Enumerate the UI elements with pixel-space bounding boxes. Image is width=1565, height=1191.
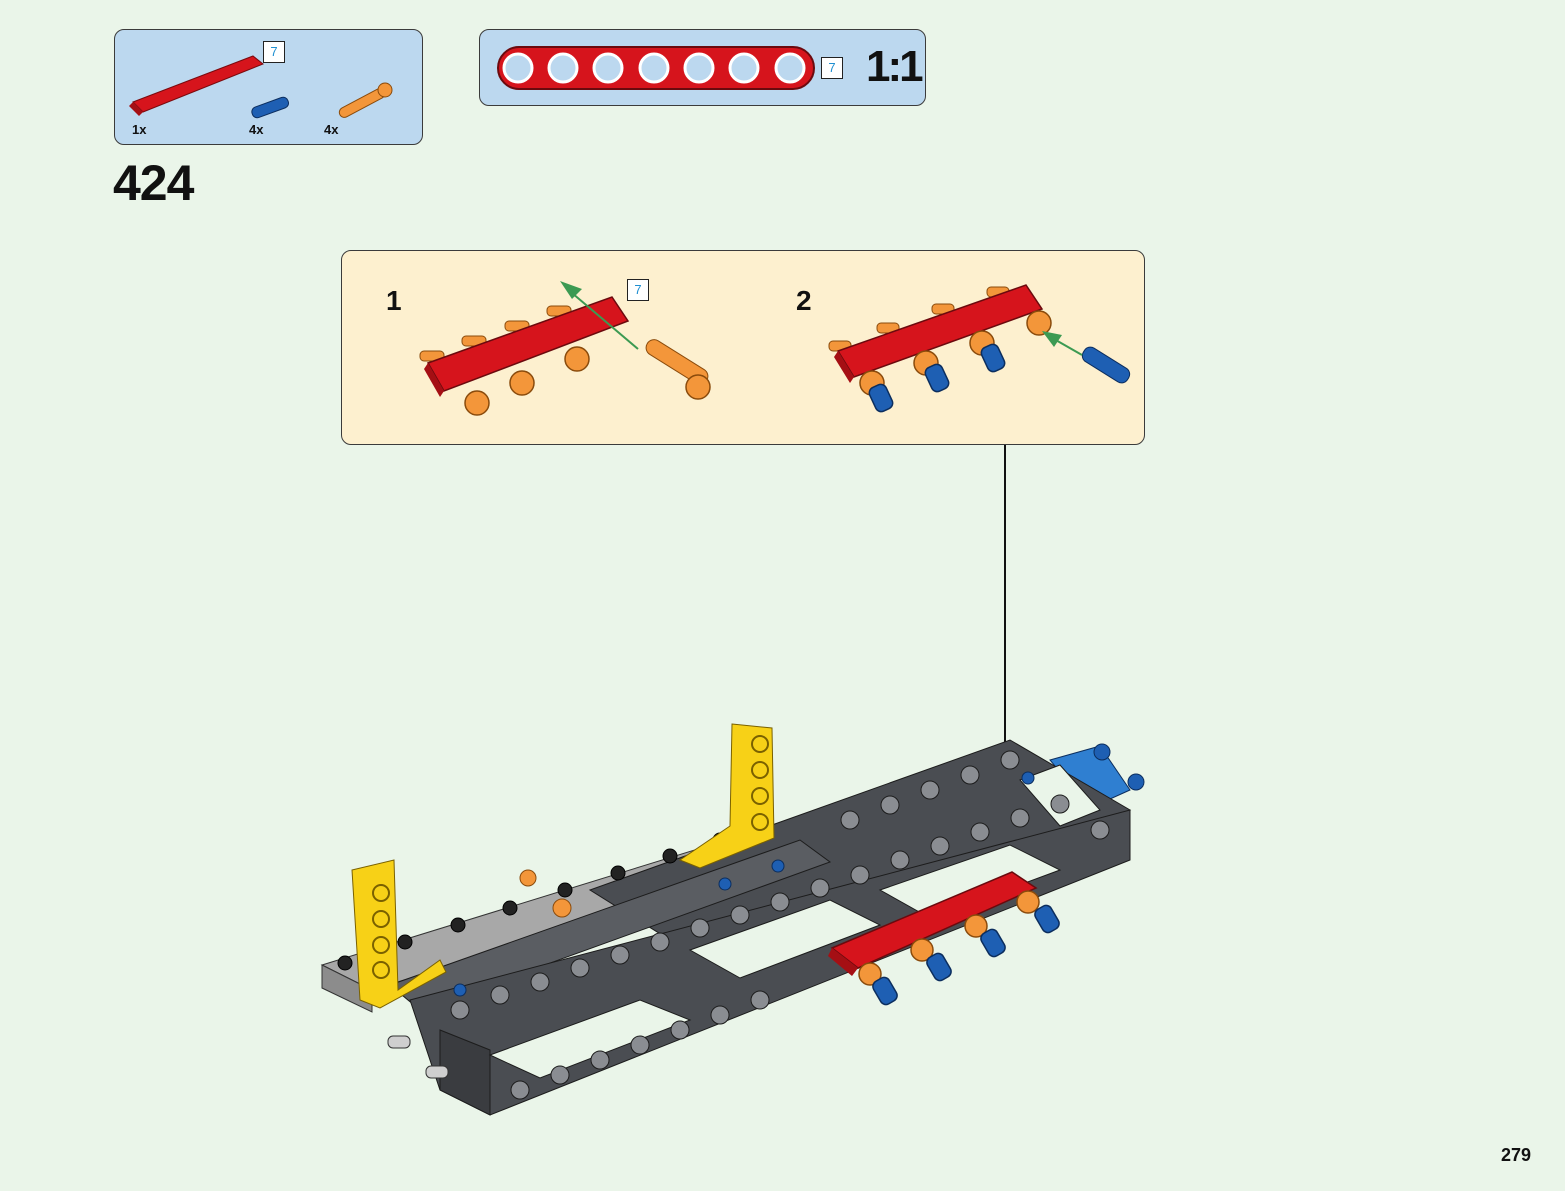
- attached-red-beam: [828, 871, 1060, 1006]
- parts-length-badge: 7: [263, 41, 285, 63]
- frame-small-pins: [453, 771, 1035, 997]
- yellow-beam-right: [678, 723, 775, 869]
- substep-1-length-badge: 7: [627, 279, 649, 301]
- substep-2-loose-pin: [1081, 346, 1131, 384]
- sub-assembly-illustration: [419, 281, 1131, 416]
- substep-2-assembly: [828, 284, 1131, 413]
- scale-beam-illustration: [497, 46, 815, 90]
- substep-1-number: 1: [386, 285, 402, 316]
- sub-assembly-box: 1 2 7: [341, 250, 1145, 445]
- substep-1-loose-pin: [645, 339, 711, 400]
- yellow-beam-left: [351, 859, 447, 1009]
- page-number: 279: [1501, 1145, 1532, 1165]
- substep-1-arrow-icon: [560, 281, 639, 350]
- orange-pin-part: [338, 82, 393, 118]
- step-number: 424: [113, 155, 194, 211]
- red-beam-part: [129, 55, 264, 116]
- dark-frame: [387, 739, 1132, 1116]
- scale-ratio-label: 1:1: [866, 42, 924, 91]
- substep-2-number: 2: [796, 285, 812, 316]
- orange-pin-quantity: 4x: [324, 122, 339, 137]
- parts-list-illustration: [129, 55, 393, 119]
- red-beam-quantity: 1x: [132, 122, 147, 137]
- parts-list-box: 7 1x 4x 4x: [114, 29, 423, 145]
- substep-2-arrow-icon: [1042, 331, 1083, 356]
- scale-guide-box: 7: [479, 29, 926, 106]
- blue-pin-quantity: 4x: [249, 122, 264, 137]
- substep-1-assembly: [419, 281, 711, 416]
- scale-length-badge: 7: [821, 57, 843, 79]
- blue-pin-part: [251, 96, 289, 119]
